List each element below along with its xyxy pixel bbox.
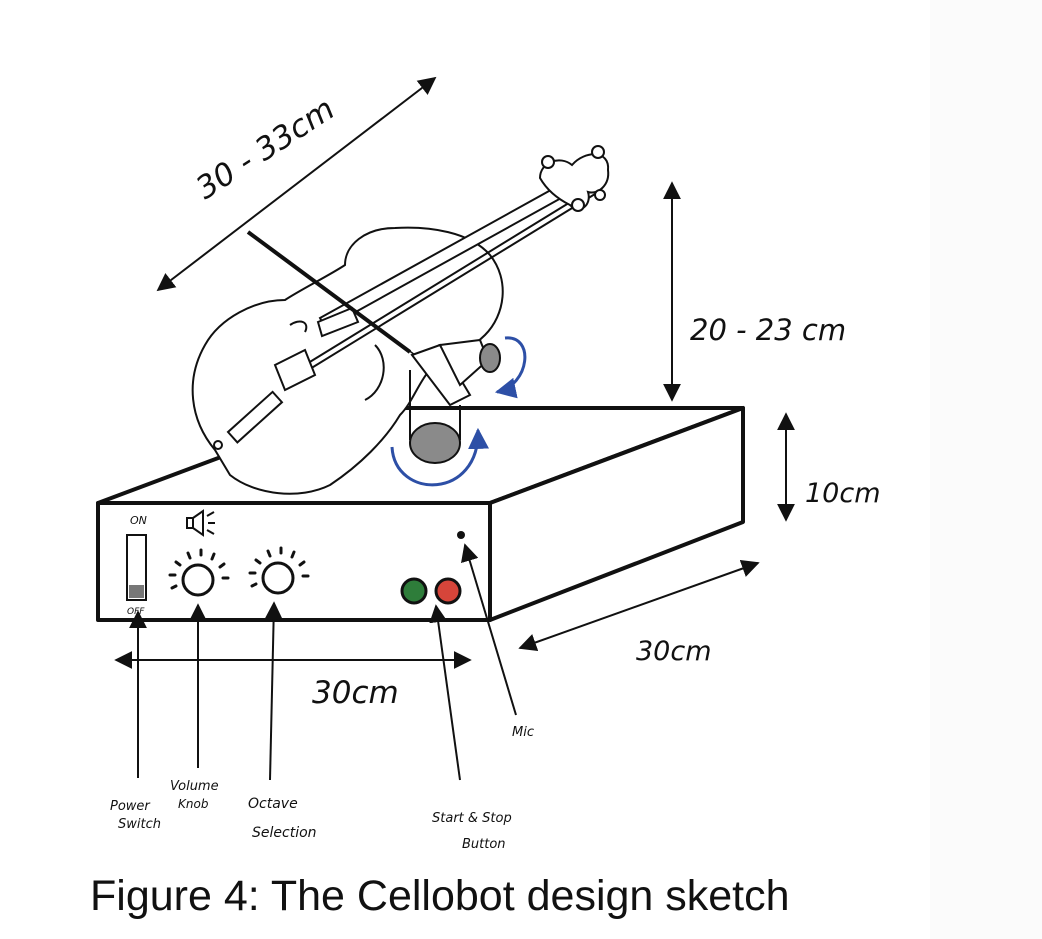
mic-leader [461,543,517,716]
cello-string-1 [299,189,591,369]
cello-height-label: 20 - 23 cm [690,313,846,347]
arm-joint [479,343,501,373]
cello-scroll [538,153,610,211]
rotation-arrows [390,336,527,487]
start-stop-label-2: Button [462,837,506,852]
octave-knob[interactable] [248,546,310,595]
volume-knob-label-1: Volume [170,779,219,794]
right-margin [930,0,1042,939]
box-front-panel [96,501,492,622]
volume-knob-label-2: Knob [178,797,209,811]
cello-length-label: 30 - 33cm [190,91,341,207]
octave-label-2: Selection [252,825,317,841]
motor-arm [409,338,501,464]
arm-link-1 [410,343,472,407]
cello-f-hole-left [289,320,308,333]
cello-peg-3 [571,198,585,212]
box-width-label: 30cm [312,675,399,711]
cello-tailpiece [273,348,317,392]
power-switch[interactable] [126,534,147,601]
cello-length-arrow [156,76,437,292]
dimension-arrows [114,76,795,669]
cello-endpin-block [226,390,284,444]
cello-peg-4 [594,189,606,201]
octave-leader [264,601,283,781]
octave-label-1: Octave [248,796,298,812]
start-stop-leader [429,604,461,781]
control-panel: ON OFF [126,509,465,617]
caption-background [0,866,930,939]
box-depth-arrow [518,559,760,652]
speaker-icon [186,509,215,537]
cello-body [191,226,504,495]
box-height-label: 10cm [805,478,881,509]
cello-peg-1 [541,155,555,169]
on-label: ON [130,514,147,527]
power-switch-hatch [129,585,144,598]
power-switch-label-2: Switch [118,817,161,832]
start-stop-label-1: Start & Stop [432,811,512,826]
cellobot-sketch: ON OFF [96,76,881,852]
volume-knob[interactable] [168,548,230,597]
callout-leaders [129,543,517,781]
start-button[interactable] [400,577,428,605]
cello-peg-2 [591,145,605,159]
lower-rotation-arrow [390,427,490,487]
figure-caption: Figure 4: The Cellobot design sketch [90,872,790,920]
upper-rotation-arrow [494,336,527,399]
mic-hole [457,531,465,539]
cello-f-hole-right [364,344,385,401]
mic-label: Mic [512,725,534,740]
stop-button[interactable] [434,577,462,605]
base-motor [409,422,461,464]
off-label: OFF [127,607,145,617]
cello-string-2 [304,193,596,373]
box-depth-label: 30cm [636,636,712,667]
cello-bridge [316,306,360,338]
power-switch-label-1: Power [110,799,151,814]
cello-tail-button [213,440,223,450]
